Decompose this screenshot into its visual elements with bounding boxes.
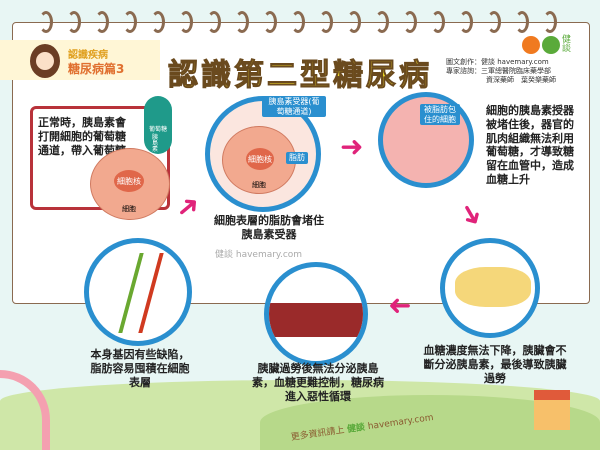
step5-text: 胰臟過勞後無法分泌胰島素，血糖更難控制，糖尿病進入惡性循環 (252, 362, 384, 403)
arrow-icon: ➜ (388, 290, 412, 323)
series-tag (0, 40, 160, 80)
nucleus: 細胞核 (246, 148, 274, 170)
rainbow-icon (0, 370, 50, 450)
fat-label: 脂肪 (286, 152, 308, 164)
spiral-ring (291, 11, 305, 33)
spiral-ring (123, 11, 137, 33)
insulin-character (144, 96, 172, 154)
page-title: 認識第二型糖尿病 (168, 58, 432, 94)
step4-circle (440, 238, 540, 338)
series-label: 認識疾病 (68, 50, 108, 61)
spiral-ring (67, 11, 81, 33)
avatar (30, 44, 60, 78)
step4-text: 血糖濃度無法下降，胰臟會不斷分泌胰島素，最後導致胰臟過勞 (423, 344, 567, 385)
spiral-ring (431, 11, 445, 33)
insulin-label: 胰島素 (152, 134, 159, 153)
spiral-ring (543, 11, 557, 33)
spiral-ring (319, 11, 333, 33)
spiral-ring (515, 11, 529, 33)
step6-text: 本身基因有些缺陷，脂肪容易囤積在細胞表層 (90, 348, 190, 389)
cell-label: 細胞 (122, 205, 136, 213)
spiral-ring (347, 11, 361, 33)
step2-text: 細胞表層的脂肪會堵住胰島素受器 (214, 214, 324, 241)
spiral-ring (235, 11, 249, 33)
spiral-ring (375, 11, 389, 33)
glucose-label: 葡萄糖 (148, 126, 167, 133)
spiral-ring (207, 11, 221, 33)
spiral-ring (95, 11, 109, 33)
watermark: 健談 havemary.com (215, 250, 303, 260)
fat-cell-label: 被脂肪包住的細胞 (420, 104, 460, 126)
dna-icon (118, 253, 164, 333)
arrow-icon: ➜ (340, 130, 364, 163)
nucleus: 細胞核 (114, 170, 144, 192)
step6-circle (84, 238, 192, 346)
house-icon (534, 390, 570, 430)
brand-logo: 健談 (522, 36, 572, 54)
spiral-ring (459, 11, 473, 33)
step5-circle (264, 262, 368, 366)
spiral-ring (179, 11, 193, 33)
spiral-ring (151, 11, 165, 33)
spiral-ring (39, 11, 53, 33)
receptor-label: 胰島素受器(葡萄糖通道) (262, 96, 326, 118)
spiral-ring (403, 11, 417, 33)
step3-text: 細胞的胰島素授器被堵住後，器官的肌肉組織無法利用葡萄糖，才導致糖留在血管中，造成… (486, 104, 574, 186)
spiral-ring (263, 11, 277, 33)
step1-text: 正常時，胰島素會打開細胞的葡萄糖通道，帶入葡萄糖 (38, 116, 126, 157)
spiral-ring (487, 11, 501, 33)
episode-label: 糖尿病篇3 (68, 62, 125, 76)
cell-label: 細胞 (252, 181, 266, 189)
